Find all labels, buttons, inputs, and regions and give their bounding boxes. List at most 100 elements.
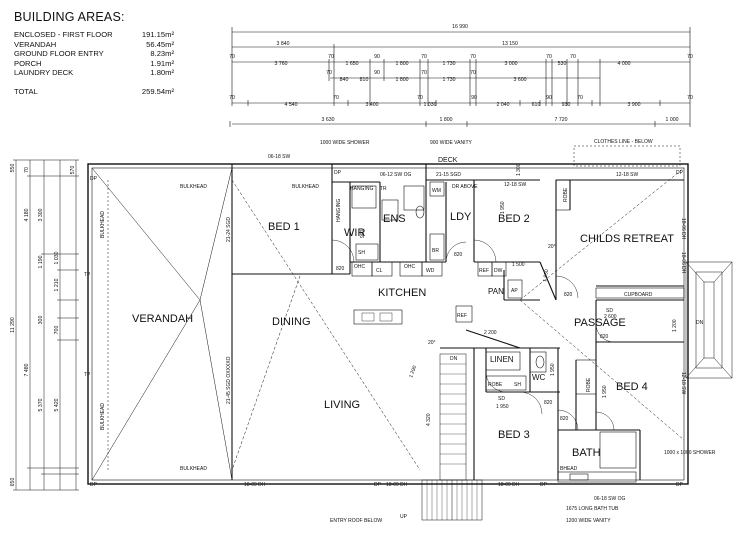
dim-label: 70 [470, 54, 476, 60]
label-downpipe: DP [90, 482, 98, 488]
label-tap: TP [84, 272, 91, 278]
dim-label: 3 400 [366, 102, 379, 108]
area-value: 1.91m² [150, 58, 174, 68]
dim-label: 70 [229, 95, 235, 101]
clothes-line [573, 145, 681, 167]
label-window: 18-06 DH [680, 218, 686, 240]
dim-label: 530 [558, 61, 567, 67]
label-window: 18-09 DH [386, 482, 408, 488]
label-downpipe: DP [90, 176, 98, 182]
area-row: LAUNDRY DECK 1.80m² [14, 68, 174, 78]
room-ens: ENS [383, 213, 406, 225]
room-passage: PASSAGE [574, 317, 626, 329]
note-vanity: 900 WIDE VANITY [430, 140, 473, 146]
area-total-value: 259.54m² [141, 86, 174, 96]
dim-label: 70 [546, 54, 552, 60]
room-kitchen: KITCHEN [378, 287, 426, 299]
dim-label: 70 [421, 70, 427, 76]
dim-label: 7 480 [24, 363, 30, 376]
label-shelf: SH [514, 382, 521, 388]
area-value: 1.80m² [150, 68, 174, 78]
dim-label: 5 370 [38, 398, 44, 411]
label-robe: ROBE [586, 377, 592, 392]
label-bulkhead: BULKHEAD [292, 184, 319, 190]
dim-label: 1 030 [424, 102, 437, 108]
label-bulkhead: BULKHEAD [100, 403, 106, 430]
dim-label: 4 180 [24, 208, 30, 221]
label-dishwasher: DW [494, 268, 503, 274]
dim-label: 1 030 [54, 251, 60, 264]
dim-label: 610 [532, 102, 541, 108]
dim-label: 11 290 [10, 317, 16, 333]
label-angle: 20° [548, 244, 556, 250]
dim-label: 930 [562, 102, 571, 108]
dim-label: 1 800 [396, 61, 409, 67]
dim-label: 1 730 [443, 77, 456, 83]
note-shower: 1000 WIDE SHOWER [320, 140, 370, 146]
label-dim: 1 300 [516, 163, 522, 176]
label-sliding-door-size: 1 950 [496, 404, 509, 410]
note-shower-size: 1000 x 1000 SHOWER [664, 450, 716, 456]
label-stair-down: DN [450, 356, 458, 362]
area-value: 56.45m² [146, 39, 174, 49]
dim-label: 70 [229, 54, 235, 60]
left-dimension-text: 11 290 4 180 7 480 3 300 1 210 1 190 5 3… [10, 164, 76, 487]
label-door-width: 820 [564, 292, 573, 298]
dim-label: 3 840 [277, 41, 290, 47]
label-downpipe: DP [676, 482, 684, 488]
label-dim: 900 [360, 229, 366, 238]
note-entry-roof: ENTRY ROOF BELOW [330, 518, 382, 524]
label-door-width: 820 [544, 400, 553, 406]
label-cl: CL [376, 268, 383, 274]
dim-label: 2 040 [497, 102, 510, 108]
label-dim: 1 950 [602, 385, 608, 398]
room-bed1: BED 1 [268, 221, 300, 233]
label-window: 12-18 SW [616, 172, 639, 178]
label-towel-rail: TR [380, 186, 387, 192]
stair-treads [426, 363, 478, 520]
room-childs-retreat: CHILDS RETREAT [580, 233, 674, 245]
dim-label: 90 [546, 95, 552, 101]
dim-label: 90 [374, 54, 380, 60]
dim-label: 3 760 [275, 61, 288, 67]
area-value: 8.23m² [150, 49, 174, 59]
dim-label: 7 720 [555, 117, 568, 123]
label-window: 18-06 DH [680, 252, 686, 274]
room-deck: DECK [438, 157, 458, 164]
label-dr-above: DR ABOVE [452, 184, 478, 190]
area-label: LAUNDRY DECK [14, 68, 74, 78]
label-bulkhead: BULKHEAD [180, 466, 207, 472]
room-bed3: BED 3 [498, 429, 530, 441]
label-fridge: REF [457, 313, 467, 319]
room-living: LIVING [324, 399, 360, 411]
dim-label: 70 [326, 70, 332, 76]
label-stair-down: DN [696, 320, 704, 326]
label-window: 21-15 SGD [436, 172, 461, 178]
label-window: 06-12 SW OG [380, 172, 412, 178]
label-door-width: 820 [600, 334, 609, 340]
exterior-walls [87, 163, 689, 485]
door-swings [331, 239, 615, 431]
note-vanity-1200: 1200 WIDE VANITY [566, 518, 611, 524]
dim-label: 70 [470, 70, 476, 76]
note-clothes-line: CLOTHES LINE - BELOW [594, 139, 653, 145]
label-window: 18-09 DH [244, 482, 266, 488]
dim-label: 3 900 [628, 102, 641, 108]
label-dim: 1 950 [500, 201, 506, 214]
room-bath: BATH [572, 447, 601, 459]
dim-label: 5 420 [54, 398, 60, 411]
room-wc: WC [532, 373, 546, 382]
area-label: PORCH [14, 58, 42, 68]
area-total-label: TOTAL [14, 86, 38, 96]
label-bulkhead: BULKHEAD [100, 211, 106, 238]
dim-label: 70 [421, 54, 427, 60]
dim-label: 550 [10, 164, 16, 173]
label-sliding-door: SD [606, 308, 613, 314]
dim-label: 70 [417, 95, 423, 101]
plan-notes: 1000 WIDE SHOWER 900 WIDE VANITY CLOTHES… [84, 139, 716, 524]
dim-label: 700 [54, 326, 60, 335]
label-window: 06-18 SW [268, 154, 291, 160]
dim-label: 70 [570, 54, 576, 60]
label-hanging: HANGING [350, 186, 373, 192]
